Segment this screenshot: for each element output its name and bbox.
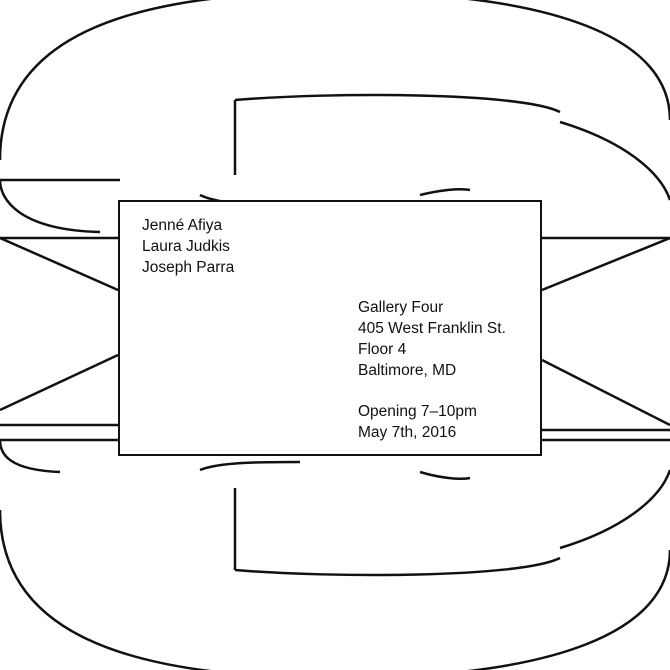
artist-name: Laura Judkis <box>142 238 230 255</box>
artist-name: Jenné Afiya <box>142 217 223 234</box>
venue-street: 405 West Franklin St. <box>358 320 506 337</box>
venue-floor: Floor 4 <box>358 341 407 358</box>
artist-list: Jenné Afiya Laura Judkis Joseph Parra <box>142 215 234 278</box>
opening-time: Opening 7–10pm <box>358 403 477 420</box>
venue-block: Gallery Four 405 West Franklin St. Floor… <box>358 297 506 443</box>
event-date: May 7th, 2016 <box>358 424 457 441</box>
venue-city: Baltimore, MD <box>358 362 457 379</box>
spacer <box>358 381 506 401</box>
invitation-card: Jenné Afiya Laura Judkis Joseph Parra Ga… <box>118 200 542 456</box>
artist-name: Joseph Parra <box>142 259 235 276</box>
venue-name: Gallery Four <box>358 299 444 316</box>
